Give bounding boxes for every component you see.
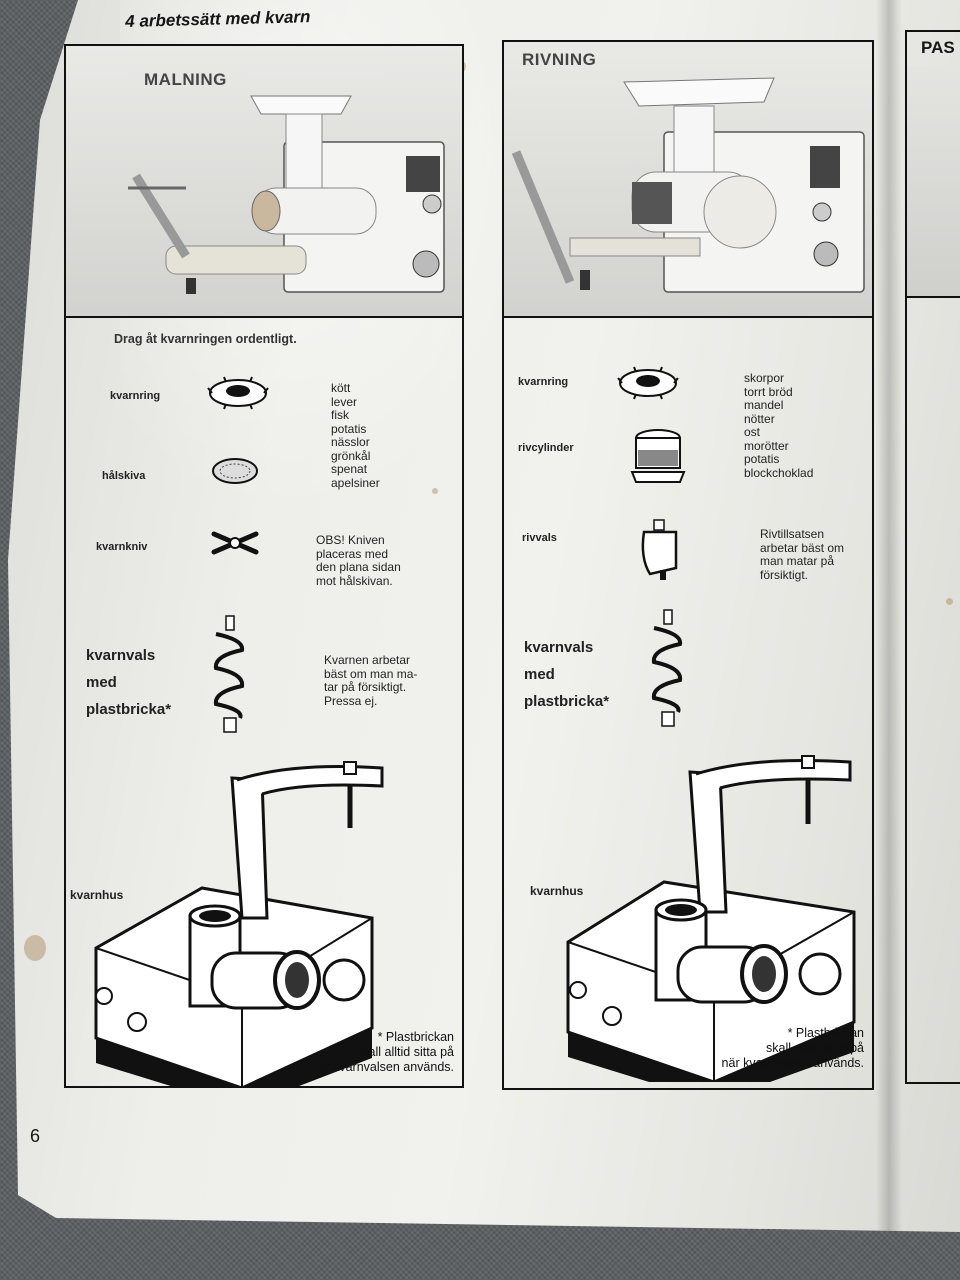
part-desc-kvarnring: skorpor torrt bröd mandel nötter ost mor… — [744, 371, 814, 480]
photo-mincer: MALNING — [66, 46, 462, 318]
part-label-kvarnvals: kvarnvals med plastbricka* — [524, 639, 610, 710]
section-title: PAS — [921, 38, 955, 57]
part-label-halskiva: hålskiva — [102, 470, 146, 482]
panel-passering: PAS — [905, 30, 960, 1084]
part-desc-kvarnkniv: OBS! Kniven placeras med den plana sidan… — [316, 533, 401, 588]
stain — [946, 598, 953, 605]
photo-partial — [907, 66, 960, 298]
grinder-ring-icon — [617, 366, 679, 400]
grinder-ring-icon — [207, 376, 269, 410]
section-title: RIVNING — [522, 50, 597, 69]
screw-auger-icon — [213, 615, 245, 733]
section-title: MALNING — [144, 70, 227, 89]
part-label-kvarnring: kvarnring — [110, 390, 161, 402]
part-desc-kvarnring: kött lever fisk potatis nässlor grönkål … — [331, 381, 380, 490]
footnote-plastbricka: * Plastbrickan skall alltid sitta på när… — [311, 1030, 454, 1074]
perforated-disc-icon — [212, 458, 258, 484]
photo-grater: RIVNING — [504, 42, 872, 318]
panel-malning: MALNING Drag åt kvarnringen ordentligt. … — [64, 44, 464, 1088]
part-label-kvarnvals: kvarnvals med plastbricka* — [86, 647, 172, 718]
part-label-kvarnhus: kvarnhus — [70, 888, 124, 902]
part-desc-kvarnvals: Kvarnen arbetar bäst om man ma- tar på f… — [324, 653, 418, 708]
knife-icon — [211, 531, 259, 555]
part-label-kvarnkniv: kvarnkniv — [96, 541, 148, 553]
instruction-text: Drag åt kvarnringen ordentligt. — [114, 332, 297, 346]
page-gutter — [876, 0, 902, 1232]
grater-photo-illustration — [511, 77, 865, 293]
part-label-rivvals: rivvals — [522, 532, 557, 544]
part-label-kvarnring: kvarnring — [518, 376, 569, 388]
footnote-plastbricka: * Plastbrickan skall alltid sitta på när… — [721, 1026, 864, 1070]
grating-drum-icon — [641, 519, 678, 580]
grinder-housing-drawing — [94, 761, 384, 1088]
stain — [24, 935, 46, 961]
part-label-kvarnhus: kvarnhus — [530, 884, 584, 898]
part-label-rivcylinder: rivcylinder — [518, 442, 574, 454]
grating-cylinder-icon — [630, 429, 686, 483]
mincer-photo-illustration — [128, 95, 445, 294]
part-desc-rivvals: Rivtillsatsen arbetar bäst om man matar … — [760, 527, 845, 582]
screw-auger-icon — [651, 609, 683, 727]
grinder-housing-drawing — [566, 755, 856, 1082]
panel-rivning: RIVNING kvarnring skorpor torrt bröd man… — [502, 40, 874, 1090]
stain — [432, 488, 438, 494]
page-number: 6 — [30, 1126, 41, 1146]
